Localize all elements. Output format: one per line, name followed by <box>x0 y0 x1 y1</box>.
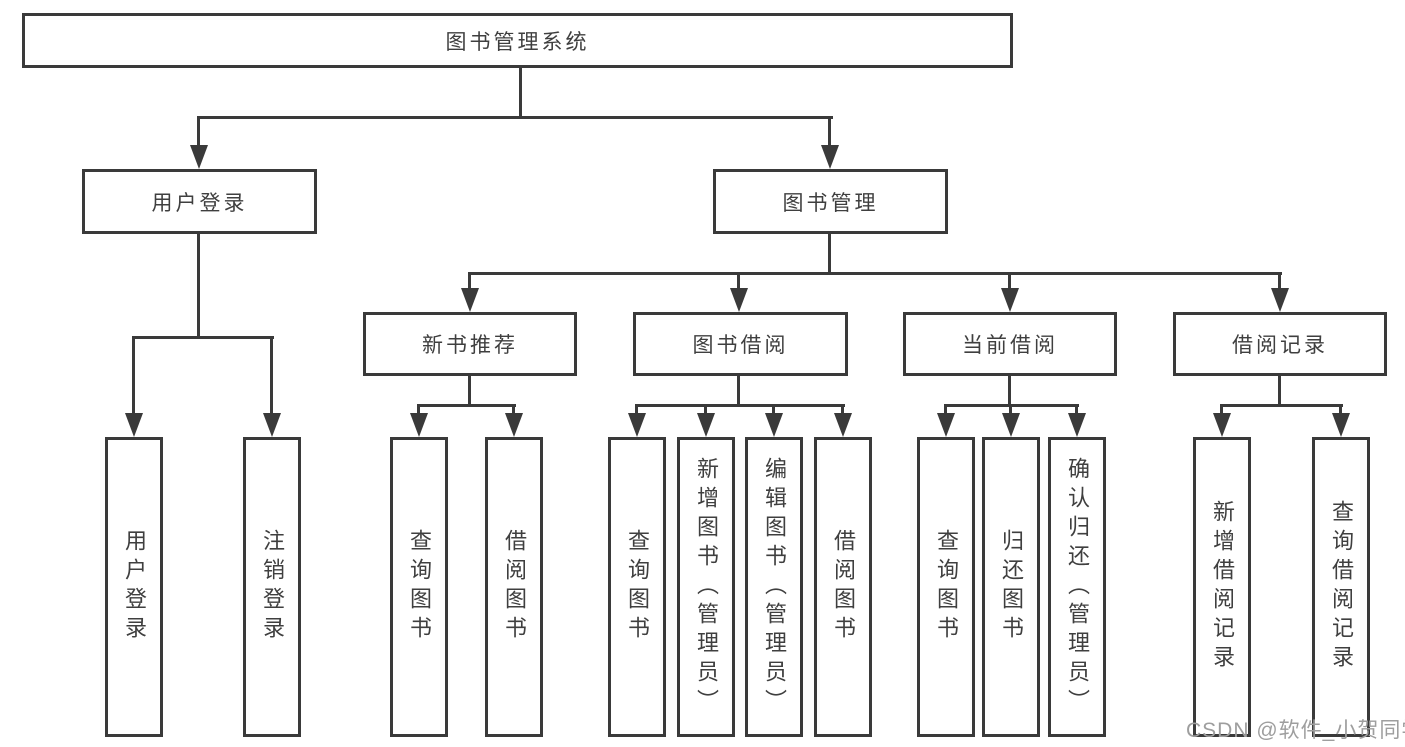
connector-line <box>1220 404 1343 407</box>
leaf-return-book: 归还图书 <box>982 437 1040 737</box>
node-root: 图书管理系统 <box>22 13 1013 68</box>
arrow-down-icon <box>461 288 479 312</box>
leaf-logout: 注销登录 <box>243 437 301 737</box>
connector-line <box>1008 272 1011 292</box>
connector-line <box>468 272 471 292</box>
connector-line <box>772 404 775 416</box>
connector-line <box>1009 404 1012 416</box>
arrow-down-icon <box>1213 413 1231 437</box>
connector-line <box>270 336 273 415</box>
connector-line <box>1278 375 1281 407</box>
leaf-label: 注销登录 <box>260 529 285 645</box>
node-label: 图书借阅 <box>692 334 789 357</box>
node-label: 图书管理 <box>782 191 879 215</box>
leaf-label: 用户登录 <box>122 529 147 645</box>
node-borrow-records: 借阅记录 <box>1173 312 1387 376</box>
leaf-borrow-books-recommend: 借阅图书 <box>485 437 543 737</box>
connector-line <box>1220 404 1223 416</box>
connector-line <box>944 404 947 416</box>
connector-line <box>519 66 522 118</box>
arrow-down-icon <box>125 413 143 437</box>
connector-line <box>197 116 833 119</box>
leaf-label: 确认归还（管理员） <box>1065 456 1090 718</box>
leaf-label: 归还图书 <box>999 529 1024 645</box>
arrow-down-icon <box>628 413 646 437</box>
node-label: 当前借阅 <box>962 334 1058 357</box>
connector-line <box>704 404 707 416</box>
connector-line <box>197 231 200 339</box>
node-label: 新书推荐 <box>422 334 518 357</box>
connector-line <box>512 404 515 416</box>
connector-line <box>1339 404 1342 416</box>
connector-line <box>1008 375 1011 407</box>
connector-line <box>737 375 740 407</box>
arrow-down-icon <box>730 288 748 312</box>
arrow-down-icon <box>1271 288 1289 312</box>
leaf-label: 查询图书 <box>934 529 959 645</box>
leaf-add-book-admin: 新增图书（管理员） <box>677 437 735 737</box>
leaf-label: 新增图书（管理员） <box>694 456 719 718</box>
leaf-borrow-books: 借阅图书 <box>814 437 872 737</box>
leaf-label: 查询图书 <box>407 529 432 645</box>
leaf-label: 查询图书 <box>625 529 650 645</box>
leaf-label: 编辑图书（管理员） <box>762 456 787 718</box>
arrow-down-icon <box>937 413 955 437</box>
connector-line <box>197 116 200 148</box>
leaf-query-books-current: 查询图书 <box>917 437 975 737</box>
leaf-label: 查询借阅记录 <box>1329 500 1354 674</box>
leaf-query-books-borrow: 查询图书 <box>608 437 666 737</box>
arrow-down-icon <box>1002 413 1020 437</box>
node-new-book-recommend: 新书推荐 <box>363 312 577 376</box>
leaf-query-borrow-record: 查询借阅记录 <box>1312 437 1370 737</box>
arrow-down-icon <box>505 413 523 437</box>
connector-line <box>417 404 420 416</box>
connector-line <box>841 404 844 416</box>
node-user-login: 用户登录 <box>82 169 317 234</box>
node-label: 用户登录 <box>151 191 248 215</box>
leaf-user-login: 用户登录 <box>105 437 163 737</box>
arrow-down-icon <box>190 145 208 169</box>
csdn-watermark: CSDN @软件_小贺同学 <box>1186 719 1405 742</box>
arrow-down-icon <box>765 413 783 437</box>
arrow-down-icon <box>1001 288 1019 312</box>
leaf-edit-book-admin: 编辑图书（管理员） <box>745 437 803 737</box>
connector-line <box>635 404 845 407</box>
connector-line <box>417 404 516 407</box>
arrow-down-icon <box>1332 413 1350 437</box>
connector-line <box>737 272 740 292</box>
connector-line <box>132 336 274 339</box>
leaf-confirm-return-admin: 确认归还（管理员） <box>1048 437 1106 737</box>
leaf-query-books-recommend: 查询图书 <box>390 437 448 737</box>
arrow-down-icon <box>1068 413 1086 437</box>
connector-line <box>1075 404 1078 416</box>
arrow-down-icon <box>834 413 852 437</box>
connector-line <box>468 375 471 407</box>
arrow-down-icon <box>410 413 428 437</box>
connector-line <box>828 231 831 275</box>
arrow-down-icon <box>697 413 715 437</box>
arrow-down-icon <box>821 145 839 169</box>
node-book-borrow: 图书借阅 <box>633 312 848 376</box>
node-root-label: 图书管理系统 <box>445 30 590 54</box>
connector-line <box>828 116 831 148</box>
leaf-label: 新增借阅记录 <box>1210 500 1235 674</box>
connector-line <box>635 404 638 416</box>
leaf-add-borrow-record: 新增借阅记录 <box>1193 437 1251 737</box>
node-label: 借阅记录 <box>1232 334 1328 357</box>
leaf-label: 借阅图书 <box>502 529 527 645</box>
node-book-management: 图书管理 <box>713 169 948 234</box>
node-current-borrow: 当前借阅 <box>903 312 1117 376</box>
leaf-label: 借阅图书 <box>831 529 856 645</box>
connector-line <box>1278 272 1281 292</box>
arrow-down-icon <box>263 413 281 437</box>
connector-line <box>468 272 1282 275</box>
connector-line <box>132 336 135 415</box>
